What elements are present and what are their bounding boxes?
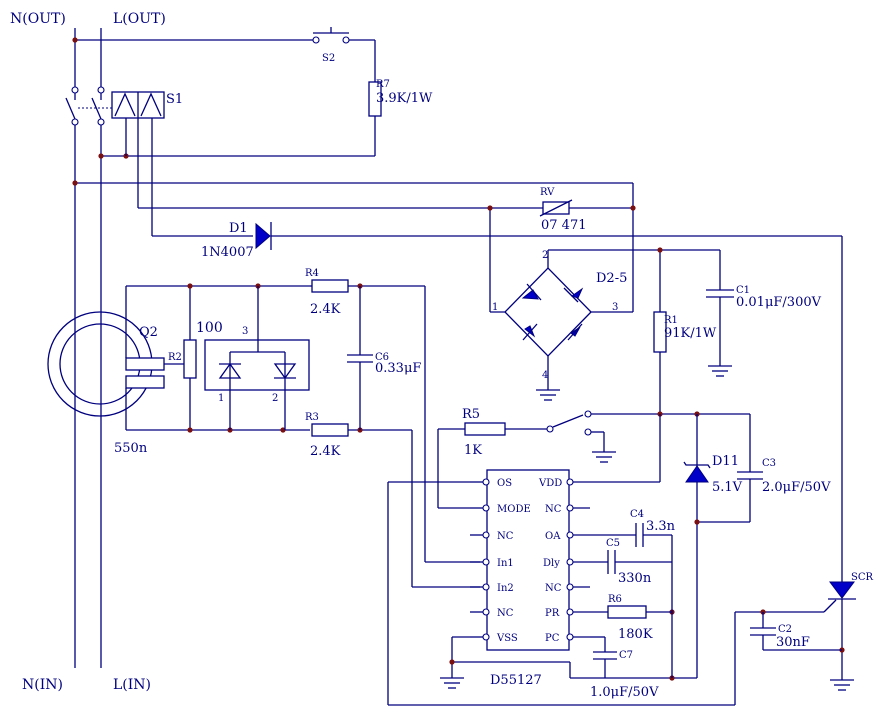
s1-relay-coil (111, 91, 165, 119)
r4-value: 2.4K (310, 302, 341, 317)
r7-value: 3.9K/1W (376, 91, 433, 106)
c6-capacitor (347, 286, 373, 430)
d11-value: 5.1V (712, 480, 743, 495)
bridge-pin-3: 3 (612, 302, 618, 313)
r4-resistor (310, 279, 480, 563)
r7-resistor (101, 81, 382, 157)
ic-pin-in1: In1 (497, 558, 514, 569)
c5-capacitor (590, 550, 672, 574)
ic-pin-pc: PC (545, 633, 560, 644)
c2-ref: C2 (778, 624, 792, 635)
rv-ref: RV (540, 187, 555, 198)
bridge-feed-wires (75, 182, 634, 312)
s3-switch (438, 410, 616, 463)
ic-pin-vss: VSS (496, 633, 518, 644)
ic-pin-nc-10: NC (545, 583, 562, 594)
c5-ref: C5 (606, 538, 620, 549)
bridge-pin-2: 2 (542, 250, 548, 261)
ic-name: D55127 (490, 673, 542, 688)
r4-ref: R4 (305, 268, 319, 279)
c1-capacitor (706, 289, 734, 377)
ic-pin-nc-13: NC (545, 504, 562, 515)
terminal-n-out: N(OUT) (10, 11, 66, 27)
sense-network (125, 285, 310, 431)
dual-diode-pin-2: 2 (272, 393, 278, 404)
d11-zener (683, 414, 750, 678)
q2-ref: Q2 (139, 325, 158, 340)
bridge-ground (536, 389, 560, 401)
mains-lines (74, 28, 102, 668)
rv-varistor (539, 199, 573, 217)
ic-pin-os: OS (497, 478, 512, 489)
c4-value: 3.3n (646, 519, 676, 534)
dual-diode-pin-3: 3 (242, 326, 248, 337)
ic-pin-mode: MODE (497, 504, 531, 515)
r6-ref: R6 (608, 594, 622, 605)
d25-ref: D2-5 (596, 271, 627, 286)
c3-capacitor (737, 414, 763, 522)
bridge-pin-1: 1 (492, 302, 498, 313)
bridge-pin-4: 4 (542, 370, 548, 381)
scr-ref: SCR (851, 572, 874, 583)
r5-ref: R5 (462, 407, 480, 422)
r2-ref: R2 (168, 352, 182, 363)
c2-value: 30nF (776, 635, 810, 650)
d1-ref: D1 (229, 221, 248, 236)
s2-label: S2 (322, 53, 335, 64)
terminal-l-out: L(OUT) (113, 11, 166, 27)
terminal-l-in: L(IN) (113, 677, 151, 693)
ic-d55127 (470, 469, 590, 651)
s1-contacts (65, 86, 112, 126)
ic-pin-in2: In2 (497, 583, 514, 594)
ic-wiring (387, 414, 837, 706)
ic-pin-vdd: VDD (538, 478, 562, 489)
c4-capacitor (590, 523, 673, 678)
q2-current-transformer (47, 311, 190, 417)
bridge-rectifier (490, 250, 633, 390)
c3-ref: C3 (762, 458, 776, 469)
r7-ref: R7 (376, 79, 390, 90)
c2-capacitor (750, 612, 842, 651)
c1-ref: C1 (736, 285, 750, 296)
r1-resistor (590, 311, 750, 415)
dual-diode-package (204, 286, 310, 430)
d1-value: 1N4007 (201, 245, 254, 260)
r1-value: 91K/1W (664, 326, 717, 341)
ic-pin-pr: PR (545, 608, 560, 619)
d11-ref: D11 (712, 454, 739, 469)
c4-ref: C4 (630, 509, 644, 520)
rv-value: 07 471 (541, 218, 587, 233)
ic-pin-oa: OA (545, 531, 561, 542)
dual-diode-pin-1: 1 (218, 393, 224, 404)
r5-value: 1K (464, 443, 482, 458)
scr-thyristor (828, 581, 856, 691)
c6-ref: C6 (375, 352, 389, 363)
r3-ref: R3 (305, 412, 319, 423)
ic-pin-nc-3: NC (497, 531, 514, 542)
positive-rail (548, 249, 721, 312)
q2-value: 550n (114, 441, 148, 456)
r6-resistor (590, 605, 672, 619)
s2-push-button (75, 27, 376, 82)
c7-capacitor (590, 636, 617, 678)
r1-ref: R1 (664, 315, 678, 326)
ic-pin-dly: Dly (543, 558, 560, 569)
coil-leads (125, 118, 253, 237)
r2-value: 100 (196, 320, 223, 336)
c7-ref: C7 (619, 650, 633, 661)
ic-pin-nc-6: NC (497, 608, 514, 619)
s1-label: S1 (166, 92, 183, 107)
r6-value: 180K (618, 627, 653, 642)
c5-value: 330n (618, 571, 652, 586)
c7-value: 1.0μF/50V (590, 685, 659, 700)
d1-diode (255, 222, 843, 582)
r3-value: 2.4K (310, 444, 341, 459)
c3-value: 2.0μF/50V (762, 480, 831, 495)
terminal-n-in: N(IN) (22, 677, 63, 693)
c1-value: 0.01μF/300V (736, 295, 822, 310)
c6-value: 0.33μF (375, 361, 421, 376)
